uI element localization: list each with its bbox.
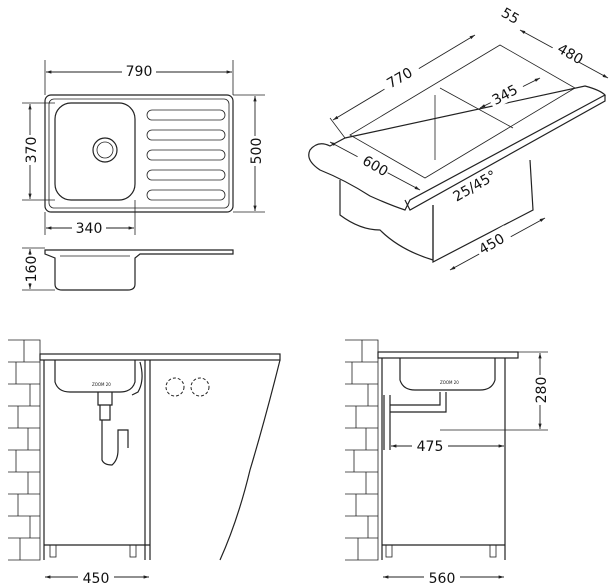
drain-icon	[92, 137, 118, 163]
dim-bowl-depth: 370	[24, 137, 40, 164]
bowl	[54, 102, 136, 201]
plan-view: 790 500 370 340	[22, 60, 265, 237]
sink-marking: ZOOM 20	[440, 380, 459, 385]
dim-iso-rim: 55	[498, 5, 521, 28]
dim-drain-offset: 475	[417, 439, 444, 455]
dim-height: 160	[24, 256, 40, 283]
side-section: ZOOM 20 280 475 560	[345, 339, 550, 586]
dim-bowl-width: 340	[76, 221, 103, 237]
front-section: ZOOM 20 450	[8, 339, 281, 586]
brick-wall	[345, 339, 379, 561]
dim-width: 790	[126, 64, 153, 80]
brick-wall	[8, 339, 41, 561]
dim-drain-height: 280	[534, 377, 550, 404]
dim-iso-front: 600	[359, 153, 390, 180]
sink-marking: ZOOM 20	[92, 382, 111, 387]
isometric-view: 770 55 480 345 600 25/45° 450	[308, 5, 609, 271]
drainer-ribs	[146, 109, 226, 201]
side-view: 160	[22, 247, 234, 291]
dim-side-cabinet: 560	[429, 571, 456, 586]
dim-front-cabinet: 450	[83, 571, 110, 586]
dim-depth: 500	[249, 138, 265, 165]
